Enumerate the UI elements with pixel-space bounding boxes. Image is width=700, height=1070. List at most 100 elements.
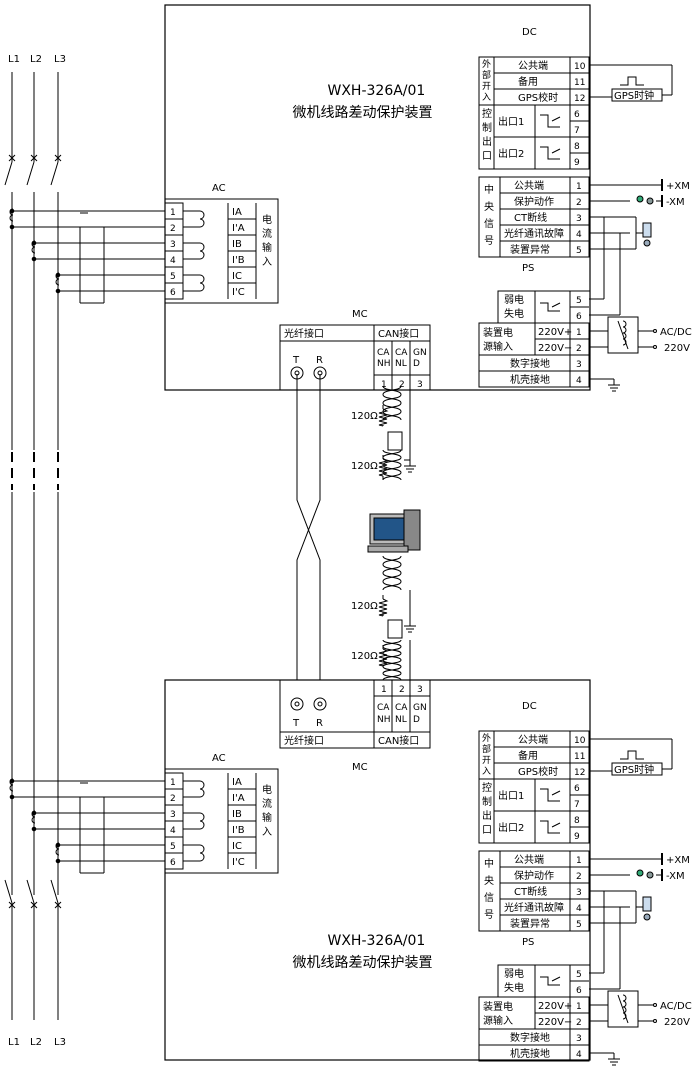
resistor-label: 120Ω — [351, 651, 378, 662]
fiber-link — [296, 374, 321, 680]
section-dc: DC — [522, 701, 537, 712]
resistor-120 — [378, 458, 389, 477]
computer-keyboard — [367, 545, 409, 553]
ctrl-number: 6 — [574, 110, 580, 120]
acdc-label: AC/DC — [660, 1001, 692, 1012]
ps-number: 1 — [576, 328, 582, 338]
signal-label: 中 — [484, 857, 494, 870]
ac-group-label: 电 — [262, 213, 272, 226]
signal-row-label: CT断线 — [514, 885, 547, 898]
signal-number: 4 — [576, 904, 582, 914]
ctrl-row-label: 出口2 — [498, 147, 524, 160]
resistor-label: 120Ω — [351, 601, 378, 612]
can-twisted-pair — [382, 449, 402, 481]
signal-number: 3 — [576, 888, 582, 898]
supply-row-label: 220V+ — [538, 327, 572, 338]
ctrl-label: 控 — [482, 781, 492, 794]
section-ps: PS — [522, 263, 534, 274]
digital-ground-label: 数字接地 — [510, 1031, 550, 1044]
signal-row-label: 装置异常 — [510, 243, 550, 256]
breaker-switch — [4, 879, 16, 1020]
xm-pos: +XM — [666, 181, 690, 192]
ac-terminal-number: 4 — [170, 256, 176, 266]
ext-input-number: 10 — [574, 736, 586, 746]
ac-terminal-number: 5 — [170, 272, 176, 282]
can-col-top: CA — [377, 703, 390, 713]
xm-neg: -XM — [666, 871, 685, 882]
ext-input-label: 外 — [482, 732, 491, 744]
ac-terminal-label: I'A — [232, 223, 245, 234]
supply-box — [607, 316, 639, 354]
port-r: R — [316, 718, 323, 729]
junction-dot — [31, 256, 37, 262]
ac-terminal-number: 4 — [170, 826, 176, 836]
can-col-number: 1 — [381, 685, 387, 695]
can-label: CAN接口 — [378, 327, 419, 340]
signal-number: 1 — [576, 182, 582, 192]
ps-number: 5 — [576, 296, 582, 306]
ctrl-row-label: 出口1 — [498, 789, 524, 802]
can-connector — [387, 431, 403, 451]
digital-ground-label: 数字接地 — [510, 357, 550, 370]
chassis-ground-label: 机壳接地 — [510, 1047, 550, 1060]
alarm-lamp — [642, 896, 652, 912]
ac-terminal-number: 3 — [170, 810, 176, 820]
gps-clock-label: GPS时钟 — [614, 763, 654, 776]
ac-terminal-label: IB — [232, 809, 242, 820]
supply-row-label: 220V− — [538, 1017, 572, 1028]
gps-clock-label: GPS时钟 — [614, 89, 654, 102]
can-col-number: 3 — [417, 380, 423, 390]
can-col-bot: D — [413, 715, 420, 725]
ext-input-number: 12 — [574, 768, 585, 778]
alarm-lamp — [643, 239, 651, 247]
ext-input-label: 入 — [482, 92, 491, 103]
device-name: 微机线路差动保护装置 — [293, 955, 433, 971]
supply-row-label: 220V− — [538, 343, 572, 354]
port-t: T — [292, 355, 300, 366]
signal-lamp — [646, 871, 654, 879]
ext-input-row-label: GPS校时 — [518, 765, 558, 778]
section-dc: DC — [522, 27, 537, 38]
ctrl-row-label: 出口2 — [498, 821, 524, 834]
junction-dot — [9, 778, 15, 784]
supply-label: 源输入 — [483, 1014, 513, 1027]
ps-number: 4 — [576, 376, 582, 386]
resistor-120 — [378, 408, 389, 427]
weak-loss-label: 弱电 — [504, 967, 524, 980]
signal-label: 中 — [484, 183, 494, 196]
can-col-bot: D — [413, 359, 420, 369]
signal-row-label: 装置异常 — [510, 917, 550, 930]
fiber-port-t-core — [294, 701, 300, 707]
ext-input-row-label: GPS校时 — [518, 91, 558, 104]
junction-dot — [31, 240, 37, 246]
section-mc: MC — [352, 309, 368, 320]
mc-block — [279, 324, 431, 391]
ac-terminal-number: 6 — [170, 288, 176, 298]
pulse-symbol — [620, 750, 644, 760]
junction-dot — [9, 208, 15, 214]
can-col-number: 3 — [417, 685, 423, 695]
signal-row-label: CT断线 — [514, 211, 547, 224]
ctrl-label: 口 — [482, 151, 492, 162]
resistor-label: 120Ω — [351, 411, 378, 422]
junction-dot — [55, 858, 61, 864]
ac-terminal-label: I'C — [232, 287, 245, 298]
fiber-port-r-core — [317, 701, 323, 707]
junction-dot — [31, 810, 37, 816]
signal-row-label: 保护动作 — [514, 195, 554, 208]
relay-contact — [540, 788, 561, 802]
can-col-number: 2 — [399, 685, 405, 695]
phase-label-bottom: L1 — [8, 1037, 20, 1048]
relay-contact — [540, 820, 561, 834]
breaker-switch — [4, 154, 16, 186]
terminal — [653, 1003, 657, 1007]
ext-input-label: 外 — [482, 58, 491, 70]
ac-group-label: 入 — [262, 257, 272, 268]
signal-number: 4 — [576, 230, 582, 240]
ext-input-label: 开 — [482, 755, 491, 766]
mc-block — [279, 679, 431, 749]
ext-input-number: 11 — [574, 752, 585, 762]
signal-label: 央 — [484, 874, 494, 887]
signal-label: 号 — [484, 909, 494, 921]
ac-coil — [199, 844, 205, 862]
